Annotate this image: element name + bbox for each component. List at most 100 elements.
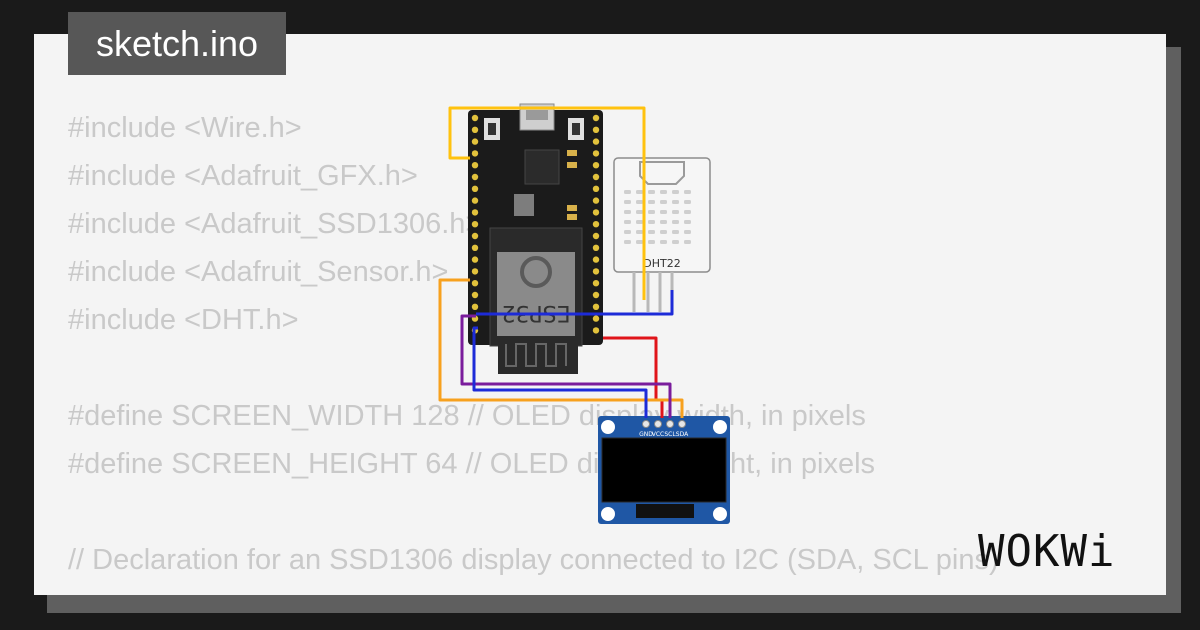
esp32-pin[interactable] [592, 221, 600, 228]
esp32-pin[interactable] [471, 173, 479, 181]
grille-slot [672, 190, 679, 194]
wire-yellow [448, 106, 646, 300]
wire-purple [460, 314, 672, 418]
esp32-right-pins [592, 114, 600, 334]
grille-slot [624, 200, 631, 204]
file-tab-sketch[interactable]: sketch.ino [68, 12, 286, 75]
dht22-sensor[interactable]: DHT22 [613, 157, 711, 312]
esp32-pin[interactable] [471, 162, 479, 169]
code-line: // Declaration for an SSD1306 display co… [68, 544, 999, 576]
esp32-pin[interactable] [471, 150, 479, 157]
esp32-pin[interactable] [471, 185, 479, 192]
dht22-label: DHT22 [643, 257, 680, 270]
esp32-pin[interactable] [471, 303, 479, 310]
esp32-pin[interactable] [471, 280, 479, 287]
esp32-board[interactable]: ESP32 [468, 103, 603, 374]
grille-slot [672, 210, 679, 214]
esp32-pin[interactable] [592, 150, 600, 157]
esp32-pin[interactable] [471, 291, 479, 299]
esp32-pin[interactable] [592, 173, 600, 181]
oled-pin[interactable] [642, 420, 650, 428]
oled-pin-label: VCC [652, 431, 664, 438]
esp32-pin[interactable] [471, 221, 479, 228]
grille-slot [624, 230, 631, 234]
esp32-pin[interactable] [592, 327, 600, 334]
grille-slot [672, 200, 679, 204]
grille-slot [684, 240, 691, 244]
wire-blue-top [476, 290, 674, 316]
grille-slot [660, 230, 667, 234]
grille-slot [672, 240, 679, 244]
wire-blue-bottom [472, 326, 648, 418]
wire-orange [438, 278, 684, 418]
code-line: #include <Adafruit_SSD1306.h> [68, 208, 483, 240]
grille-slot [684, 230, 691, 234]
esp32-pin[interactable] [471, 197, 479, 204]
code-line: #include <DHT.h> [68, 304, 299, 336]
esp32-pin[interactable] [592, 126, 600, 133]
esp32-pin[interactable] [592, 291, 600, 299]
esp32-pin[interactable] [592, 303, 600, 310]
esp32-pin[interactable] [592, 197, 600, 204]
esp32-pin[interactable] [471, 114, 479, 122]
wokwi-logo: WOKWi [978, 526, 1116, 577]
grille-slot [672, 220, 679, 224]
oled-pin[interactable] [666, 420, 674, 428]
esp32-pin[interactable] [471, 268, 479, 275]
grille-slot [624, 220, 631, 224]
oled-pin[interactable] [678, 420, 686, 428]
grille-slot [636, 190, 643, 194]
esp32-pin[interactable] [592, 315, 600, 322]
esp32-pin[interactable] [592, 244, 600, 251]
grille-slot [636, 220, 643, 224]
wires [438, 106, 684, 418]
grille-slot [648, 230, 655, 234]
grille-slot [684, 220, 691, 224]
esp32-pin[interactable] [592, 256, 600, 263]
grille-slot [684, 210, 691, 214]
esp32-pin[interactable] [471, 232, 479, 240]
grille-slot [624, 240, 631, 244]
grille-slot [648, 240, 655, 244]
esp32-pin[interactable] [471, 256, 479, 263]
oled-pin-label: SCL [664, 431, 676, 438]
grille-slot [624, 210, 631, 214]
grille-slot [636, 240, 643, 244]
grille-slot [648, 220, 655, 224]
oled-pin-label: SDA [676, 431, 689, 438]
grille-slot [636, 200, 643, 204]
esp32-pin[interactable] [592, 114, 600, 122]
esp32-pin[interactable] [471, 244, 479, 251]
grille-slot [684, 200, 691, 204]
esp32-pin[interactable] [471, 138, 479, 145]
wire-yellow-2 [448, 128, 470, 160]
esp32-left-pins [471, 114, 479, 334]
grille-slot [660, 210, 667, 214]
grille-slot [684, 190, 691, 194]
esp32-pin[interactable] [592, 232, 600, 240]
esp32-pin[interactable] [592, 162, 600, 169]
esp32-pin[interactable] [471, 209, 479, 216]
grille-slot [636, 210, 643, 214]
esp32-pin[interactable] [592, 209, 600, 216]
esp32-pin[interactable] [592, 280, 600, 287]
code-line: #include <Adafruit_GFX.h> [68, 160, 418, 192]
oled-pin[interactable] [654, 420, 662, 428]
esp32-pin[interactable] [592, 268, 600, 275]
code-line: #include <Wire.h> [68, 112, 302, 144]
oled-pin-label: GND [639, 431, 653, 438]
esp32-pin[interactable] [592, 138, 600, 145]
grille-slot [660, 190, 667, 194]
code-line: #include <Adafruit_Sensor.h> [68, 256, 449, 288]
grille-slot [624, 190, 631, 194]
grille-slot [660, 240, 667, 244]
esp32-pin[interactable] [471, 126, 479, 133]
esp32-pin[interactable] [592, 185, 600, 192]
dht22-grille [624, 190, 691, 244]
grille-slot [660, 200, 667, 204]
code-editor: #include <Wire.h> #include <Adafruit_GFX.… [68, 104, 1062, 595]
grille-slot [648, 200, 655, 204]
